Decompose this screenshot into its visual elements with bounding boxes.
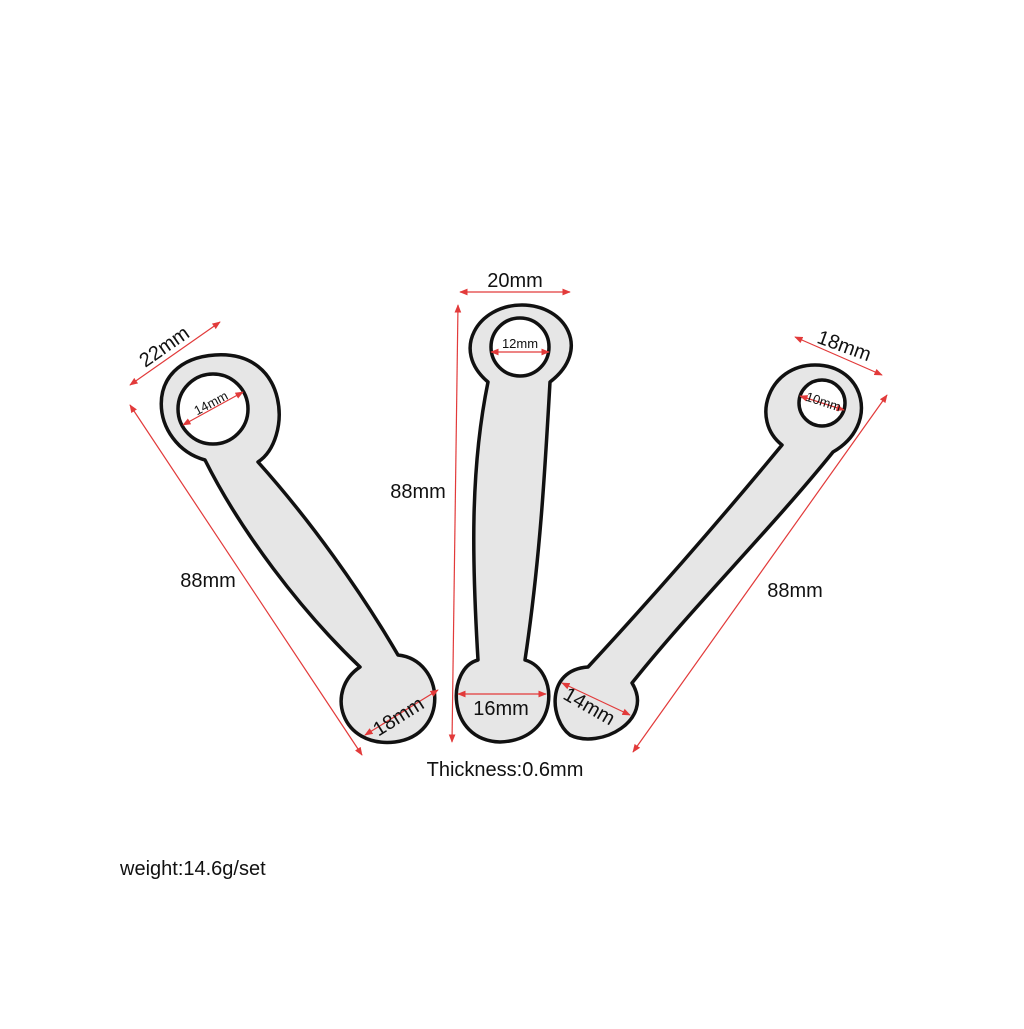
dim-left-bottom bbox=[364, 689, 439, 736]
label-middle-bottom: 16mm bbox=[473, 698, 529, 720]
part-middle-body bbox=[454, 303, 573, 744]
dim-right-top bbox=[794, 336, 883, 376]
dim-left-top bbox=[129, 321, 221, 386]
label-left-length: 88mm bbox=[180, 570, 236, 592]
weight-label: weight:14.6g/set bbox=[119, 858, 266, 880]
dim-left-length bbox=[129, 404, 363, 756]
part-middle bbox=[454, 303, 573, 744]
thickness-label: Thickness:0.6mm bbox=[427, 759, 584, 781]
part-middle-hole bbox=[489, 316, 551, 378]
label-middle-hole: 12mm bbox=[502, 336, 538, 351]
label-right-length: 88mm bbox=[767, 580, 823, 602]
dim-right-length bbox=[632, 394, 888, 753]
dim-right-bottom bbox=[561, 682, 631, 716]
label-right-top: 18mm bbox=[814, 327, 874, 367]
label-middle-top: 20mm bbox=[487, 270, 543, 292]
dim-middle-length bbox=[448, 304, 462, 743]
label-middle-length: 88mm bbox=[390, 481, 446, 503]
part-right bbox=[553, 363, 864, 741]
